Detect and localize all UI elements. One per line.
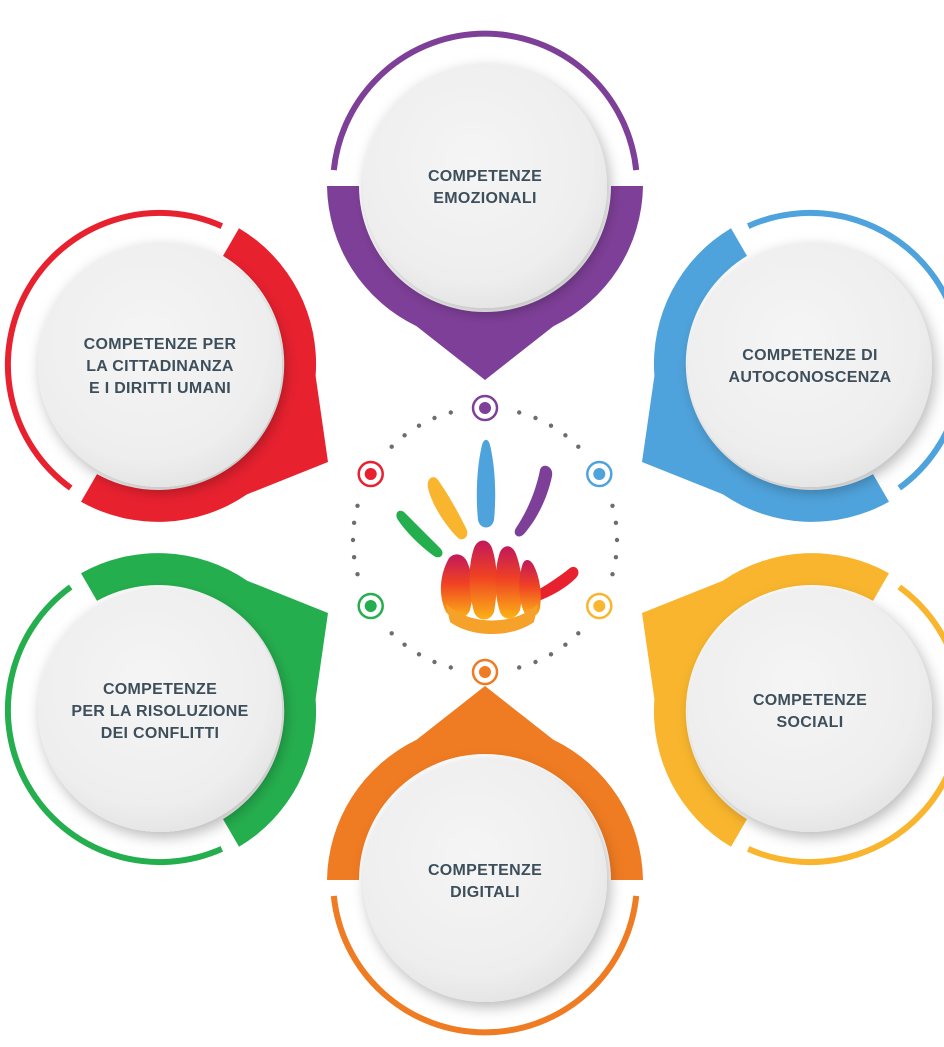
node-disc: [688, 588, 932, 832]
node-label-line: DIGITALI: [450, 884, 520, 901]
node-label-line: COMPETENZE DI: [742, 347, 877, 364]
competence-node-conflitti: COMPETENZE PER LA RISOLUZIONE DEI CONFLITT…: [4, 553, 328, 866]
node-label-line: COMPETENZE PER: [84, 336, 237, 353]
node-disc: [363, 758, 607, 1002]
ring-marker-cittadinanza: [357, 460, 384, 488]
ring-marker-sociali: [586, 592, 613, 620]
node-label-line: COMPETENZE: [753, 692, 867, 709]
ring-marker-digitali: [471, 658, 499, 686]
node-outer-arc: [330, 30, 640, 171]
ring-dot: [548, 652, 554, 657]
center-dotted-ring: [350, 394, 620, 686]
node-pointer-band: [327, 686, 643, 880]
node-disc: [688, 243, 932, 487]
node-label-line: COMPETENZE: [103, 681, 217, 698]
ring-marker-emozionali: [471, 394, 499, 422]
node-outer-arc: [746, 209, 944, 491]
ring-marker-autoconoscenza: [586, 460, 613, 488]
ring-dot: [416, 423, 422, 428]
node-disc: [38, 588, 282, 832]
node-label: COMPETENZE SOCIALI: [753, 692, 867, 731]
node-label-line: COMPETENZE: [428, 862, 542, 879]
ring-dot: [563, 642, 568, 647]
node-pointer-band: [642, 553, 889, 847]
node-label-line: EMOZIONALI: [433, 190, 536, 207]
ring-dot: [448, 410, 453, 415]
competence-node-autoconoscenza: COMPETENZE DI AUTOCONOSCENZA: [642, 209, 944, 522]
node-pointer-band: [642, 228, 889, 522]
node-label-line: AUTOCONOSCENZA: [728, 369, 891, 386]
ring-dot: [610, 572, 615, 577]
ring-dot: [576, 631, 581, 636]
node-pointer-band: [81, 228, 328, 522]
node-label: COMPETENZE PER LA CITTADINANZA E I DIRITTI…: [84, 336, 237, 397]
competence-node-emozionali: COMPETENZE EMOZIONALI: [327, 30, 643, 380]
ring-dot: [402, 642, 407, 647]
node-label-line: DEI CONFLITTI: [101, 725, 220, 742]
ring-dot: [389, 444, 394, 449]
node-label: COMPETENZE PER LA RISOLUZIONE DEI CONFLITT…: [71, 681, 248, 742]
ring-dot: [402, 433, 407, 438]
competence-node-sociali: COMPETENZE SOCIALI: [642, 553, 944, 866]
node-label-line: COMPETENZE: [428, 168, 542, 185]
colorful-hand-logo-icon: [396, 439, 579, 634]
node-outer-arc: [330, 895, 640, 1036]
node-label: COMPETENZE DIGITALI: [428, 862, 542, 901]
node-label: COMPETENZE EMOZIONALI: [428, 168, 542, 207]
ring-dot: [614, 537, 620, 543]
node-disc: [38, 243, 282, 487]
competence-node-cittadinanza: COMPETENZE PER LA CITTADINANZA E I DIRITTI…: [4, 209, 328, 522]
node-label-line: SOCIALI: [777, 714, 844, 731]
node-pointer-band: [327, 186, 643, 380]
ring-dot: [533, 415, 538, 421]
ring-dot: [389, 631, 394, 636]
ring-dot: [548, 423, 554, 428]
ring-dot: [563, 433, 568, 438]
node-label-line: LA CITTADINANZA: [86, 358, 234, 375]
node-label-line: PER LA RISOLUZIONE: [71, 703, 248, 720]
node-label-line: E I DIRITTI UMANI: [89, 380, 231, 397]
node-pointer-band: [81, 553, 328, 847]
ring-dot: [533, 659, 538, 665]
node-disc: [363, 64, 607, 308]
ring-dot: [351, 555, 357, 560]
ring-dot: [355, 503, 360, 508]
ring-dot: [517, 665, 522, 670]
ring-dot: [613, 520, 619, 525]
node-label: COMPETENZE DI AUTOCONOSCENZA: [728, 347, 891, 386]
ring-dot: [350, 537, 356, 543]
ring-marker-conflitti: [357, 592, 384, 620]
node-outer-arc: [4, 584, 224, 866]
competence-node-digitali: COMPETENZE DIGITALI: [327, 686, 643, 1036]
ring-dot: [416, 652, 422, 657]
ring-dot: [355, 572, 360, 577]
ring-dot: [610, 503, 615, 508]
ring-dot: [351, 520, 357, 525]
ring-dot: [517, 410, 522, 415]
node-outer-arc: [746, 584, 944, 866]
ring-dot: [432, 415, 437, 421]
node-outer-arc: [4, 209, 224, 491]
ring-dot: [448, 665, 453, 670]
ring-dot: [432, 659, 437, 665]
ring-dot: [576, 444, 581, 449]
ring-dot: [613, 555, 619, 560]
